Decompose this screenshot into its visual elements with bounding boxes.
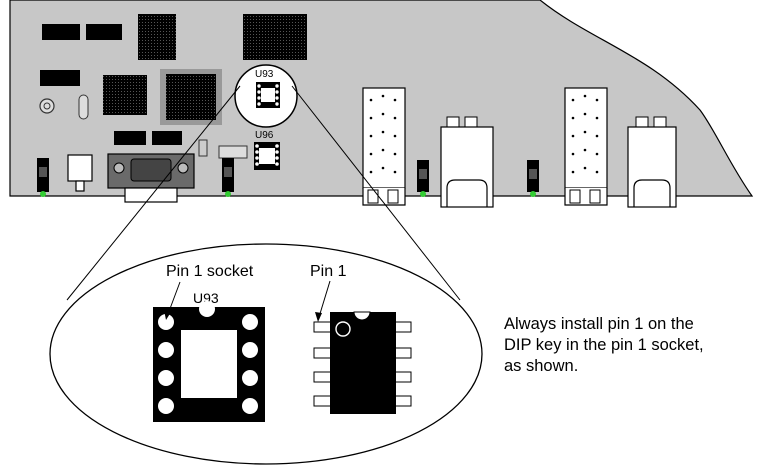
sfp-cage-2 — [564, 87, 608, 206]
led-3 — [417, 160, 429, 197]
chip-small-2 — [86, 24, 122, 40]
chip-small-1 — [42, 24, 80, 40]
chip-row-2 — [152, 131, 182, 145]
processor-left — [103, 75, 147, 115]
socket-pointer-line — [167, 281, 181, 315]
leader-line-left — [66, 85, 241, 301]
socket-pointer-arrowhead — [164, 310, 171, 320]
chip-small-3 — [40, 70, 80, 86]
socket-u93-label: U93 — [193, 290, 219, 306]
component-small — [198, 139, 208, 157]
power-connector — [67, 154, 93, 192]
rj45-jack-2 — [627, 116, 677, 208]
led-1 — [37, 158, 49, 197]
leader-line-right — [291, 85, 461, 301]
component-flat — [218, 145, 248, 159]
chip-row-1 — [114, 131, 146, 145]
u93-board-label: U93 — [255, 69, 274, 80]
pin1-socket-heading: Pin 1 socket — [166, 263, 254, 280]
chip-top-left — [138, 14, 176, 60]
instruction-line-3: as shown. — [504, 357, 579, 375]
dip-socket-large — [153, 301, 265, 422]
pin1-label: Pin 1 — [310, 263, 347, 280]
instruction-line-2: DIP key in the pin 1 socket, — [504, 336, 704, 354]
led-2 — [222, 158, 234, 197]
slot-oval — [78, 94, 89, 120]
mount-hole — [39, 98, 55, 114]
processor-main — [166, 74, 216, 120]
u96-board-label: U96 — [255, 130, 274, 141]
led-4 — [527, 160, 539, 197]
detail-ellipse — [49, 243, 483, 465]
chip-top-right — [243, 14, 307, 60]
sfp-cage-1 — [362, 87, 406, 206]
rj45-jack-1 — [440, 116, 494, 208]
instruction-line-1: Always install pin 1 on the — [504, 315, 694, 333]
dip-chip — [313, 311, 412, 414]
instruction-text: Always install pin 1 on the DIP key in t… — [504, 314, 766, 377]
pin1-pointer-arrowhead — [315, 312, 322, 322]
serial-port — [107, 153, 195, 203]
pin1-pointer-line — [318, 280, 331, 318]
